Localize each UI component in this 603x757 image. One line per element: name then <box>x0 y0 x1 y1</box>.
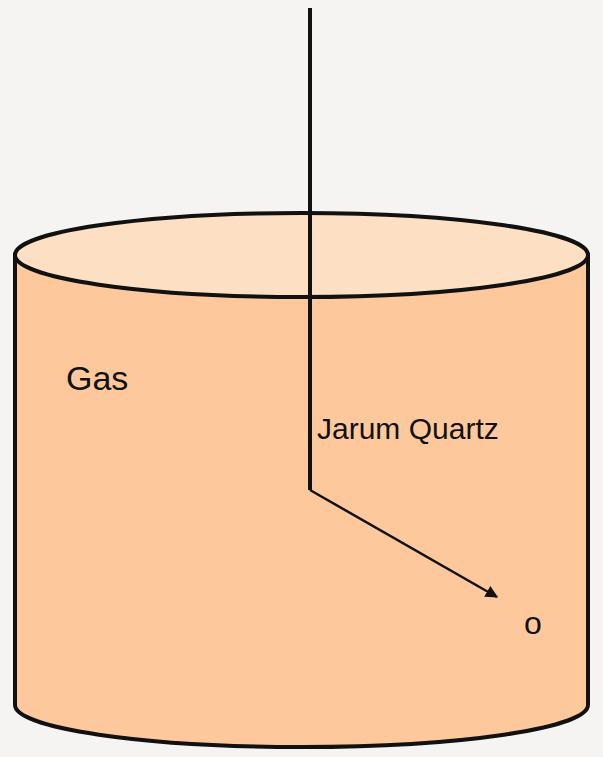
quartz-pointer <box>310 490 497 597</box>
gas-label: Gas <box>66 360 128 397</box>
fiber-label: Jarum Quartz <box>317 412 499 445</box>
cylinder-body <box>15 255 588 747</box>
quartz-fiber <box>308 8 312 490</box>
point-label: o <box>524 606 542 641</box>
cylinder-top <box>15 213 588 297</box>
